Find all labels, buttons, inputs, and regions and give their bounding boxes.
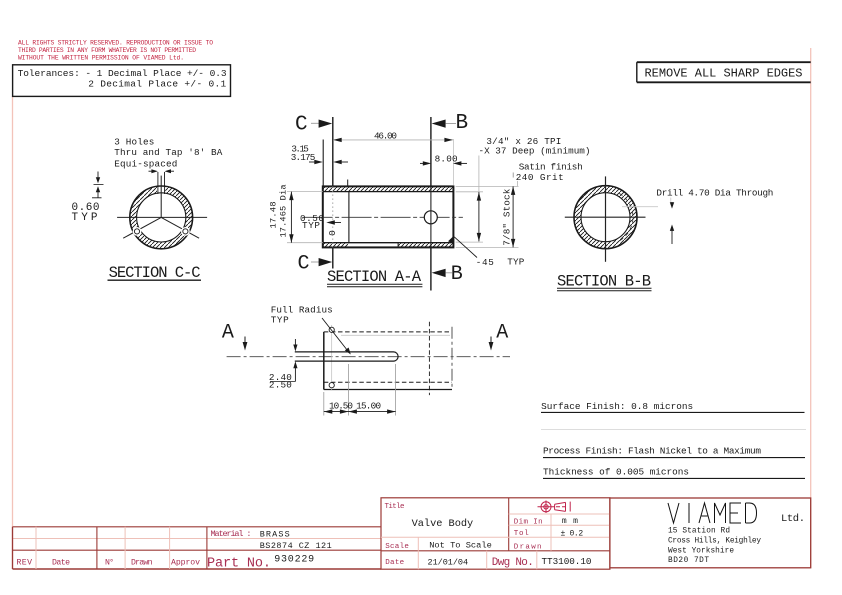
- svg-text:B: B: [451, 263, 463, 286]
- svg-text:Cross Hills, Keighley: Cross Hills, Keighley: [668, 538, 761, 546]
- svg-text:-X 37 Deep (minimum): -X 37 Deep (minimum): [479, 146, 591, 157]
- svg-text:REV: REV: [17, 559, 33, 568]
- svg-text:Tolerances: - 1 Decimal Place: Tolerances: - 1 Decimal Place +/- 0.3: [18, 68, 227, 79]
- svg-text:2.40: 2.40: [269, 372, 292, 383]
- svg-text:0.50: 0.50: [300, 213, 324, 224]
- svg-text:46.00: 46.00: [374, 131, 397, 142]
- svg-text:Material :: Material :: [211, 529, 252, 539]
- svg-text:17.465 Dia: 17.465 Dia: [278, 185, 288, 238]
- svg-text:Surface Finish: 0.8 microns: Surface Finish: 0.8 microns: [541, 401, 693, 412]
- svg-text:15.00: 15.00: [356, 401, 381, 412]
- svg-text:Drawn: Drawn: [131, 559, 153, 568]
- svg-text:Equi-spaced: Equi-spaced: [114, 159, 177, 170]
- svg-text:Tol: Tol: [514, 530, 529, 538]
- svg-text:2.50: 2.50: [269, 380, 292, 391]
- svg-text:Valve Body: Valve Body: [412, 518, 474, 530]
- svg-text:3.15: 3.15: [291, 143, 309, 154]
- svg-text:Ltd.: Ltd.: [781, 513, 805, 525]
- svg-text:A: A: [222, 322, 234, 345]
- svg-text:Date: Date: [52, 559, 70, 568]
- svg-text:SECTION A-A: SECTION A-A: [327, 268, 422, 286]
- svg-text:0.60: 0.60: [72, 202, 100, 214]
- svg-text:TT3100.10: TT3100.10: [542, 556, 592, 567]
- svg-text:C: C: [295, 114, 308, 137]
- svg-text:TYP: TYP: [507, 257, 524, 268]
- svg-text:Dwg No.: Dwg No.: [492, 557, 534, 569]
- svg-text:15 Station Rd: 15 Station Rd: [668, 528, 730, 536]
- svg-text:21/01/04: 21/01/04: [428, 557, 469, 567]
- svg-text:17.48: 17.48: [268, 202, 278, 229]
- svg-text:7/8" Stock: 7/8" Stock: [502, 188, 513, 245]
- svg-text:B: B: [456, 112, 469, 135]
- svg-text:Full Radius: Full Radius: [271, 305, 333, 316]
- svg-text:0: 0: [327, 230, 338, 236]
- svg-text:N°: N°: [105, 559, 114, 568]
- svg-text:Thru and Tap '8' BA: Thru and Tap '8' BA: [114, 147, 222, 158]
- svg-text:BS2874 CZ 121: BS2874 CZ 121: [260, 541, 332, 551]
- svg-text:-45: -45: [476, 257, 494, 268]
- svg-text:Title: Title: [385, 503, 405, 511]
- svg-text:Scale: Scale: [385, 543, 409, 551]
- svg-text:Drawn: Drawn: [514, 544, 542, 552]
- svg-text:C: C: [298, 252, 310, 275]
- svg-text:3.175: 3.175: [291, 152, 316, 163]
- svg-text:TYP: TYP: [271, 314, 289, 325]
- svg-text:240 Grit: 240 Grit: [516, 172, 564, 183]
- svg-text:West Yorkshire: West Yorkshire: [668, 548, 734, 556]
- svg-text:Drill 4.70 Dia Through: Drill 4.70 Dia Through: [656, 187, 773, 198]
- svg-text:TYP: TYP: [302, 220, 320, 231]
- svg-text:Satin finish: Satin finish: [519, 161, 583, 172]
- svg-text:Process Finish: Flash Nickel t: Process Finish: Flash Nickel to a Maximu…: [543, 446, 761, 457]
- svg-text:WITHOUT THE WRITTEN PERMISSION: WITHOUT THE WRITTEN PERMISSION OF VIAMED…: [18, 55, 184, 62]
- svg-text:A: A: [496, 322, 508, 345]
- svg-text:8.00: 8.00: [435, 153, 458, 164]
- svg-text:Not To Scale: Not To Scale: [429, 541, 492, 551]
- svg-text:TYP: TYP: [72, 212, 98, 224]
- svg-text:3/4" x 26 TPI: 3/4" x 26 TPI: [486, 136, 561, 147]
- svg-text:Approv: Approv: [171, 559, 200, 568]
- svg-text:Date: Date: [385, 559, 404, 567]
- svg-text:REMOVE ALL SHARP EDGES: REMOVE ALL SHARP EDGES: [645, 67, 803, 81]
- svg-text:2 Decimal Place +/- 0.1: 2 Decimal Place +/- 0.1: [88, 79, 226, 90]
- svg-text:SECTION B-B: SECTION B-B: [557, 273, 651, 291]
- svg-text:THIRD PARTIES IN ANY FORM WHAT: THIRD PARTIES IN ANY FORM WHATEVER IS NO…: [18, 47, 196, 54]
- svg-text:Part No.: Part No.: [207, 557, 271, 572]
- svg-text:± 0.2: ± 0.2: [561, 530, 584, 539]
- svg-text:SECTION C-C: SECTION C-C: [109, 264, 201, 282]
- svg-text:Dim In: Dim In: [514, 519, 543, 527]
- svg-text:BRASS: BRASS: [260, 529, 290, 539]
- svg-text:BD20 7DT: BD20 7DT: [668, 557, 709, 565]
- svg-text:ALL RIGHTS STRICTLY RESERVED.: ALL RIGHTS STRICTLY RESERVED. REPRODUCTI…: [18, 40, 213, 47]
- svg-text:930229: 930229: [274, 555, 314, 566]
- svg-text:10.50: 10.50: [329, 401, 353, 412]
- svg-text:3 Holes: 3 Holes: [114, 137, 154, 148]
- svg-text:Thickness of 0.005 microns: Thickness of 0.005 microns: [543, 467, 689, 478]
